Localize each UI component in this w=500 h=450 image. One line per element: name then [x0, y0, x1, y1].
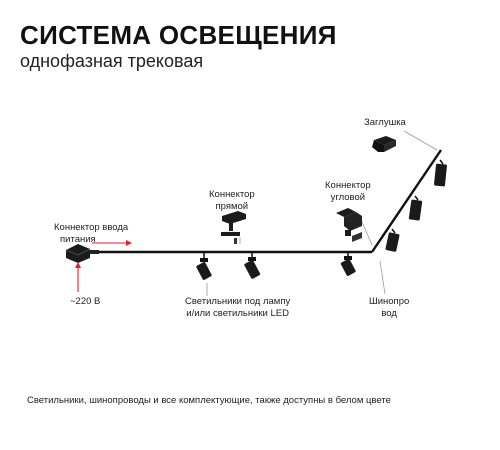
corner-connector-label-line1: Коннектор: [325, 180, 371, 191]
luminaires-label-line1: Светильники под лампу: [185, 296, 291, 307]
corner-connector-label: Коннектор угловой: [325, 180, 371, 204]
page-subtitle: однофазная трековая: [20, 51, 204, 71]
straight-connector-label-line1: Коннектор: [209, 189, 255, 200]
power-connector-label-line1: Коннектор ввода: [54, 222, 129, 233]
busbar-label-line2: вод: [381, 308, 397, 319]
footnote: Светильники, шинопроводы и все комплекту…: [27, 395, 391, 406]
power-in-arrow-icon: [92, 240, 132, 246]
leader-lines: [206, 130, 438, 296]
end-cap-label: Заглушка: [364, 117, 406, 128]
end-cap-leader: [403, 130, 438, 151]
corner-connector-label-line2: угловой: [330, 192, 366, 203]
power-input-connector-icon: [65, 244, 99, 263]
end-cap-icon: [372, 136, 396, 152]
luminaires-label-line2: и/или светильники LED: [186, 308, 289, 319]
luminaires-label: Светильники под лампу и/или светильники …: [185, 296, 290, 320]
track: [98, 149, 442, 254]
voltage-label: ~220 В: [70, 296, 101, 307]
page-title: СИСТЕМА ОСВЕЩЕНИЯ: [20, 20, 337, 50]
power-connector-label: Коннектор ввода питания: [54, 222, 128, 246]
power-connector-label-line2: питания: [60, 234, 96, 245]
straight-connector-icon: [221, 211, 246, 244]
luminaire-spot-icon: [408, 195, 423, 221]
straight-connector-label: Коннектор прямой: [209, 189, 255, 213]
luminaire-spot-icon: [434, 159, 447, 187]
luminaire-spot-icon: [385, 228, 400, 252]
track-diagonal: [371, 149, 442, 253]
corner-connector-icon: [336, 208, 362, 242]
luminaire-spot-icon: [196, 253, 212, 280]
straight-connector-label-line2: прямой: [215, 201, 249, 212]
corner-connector-leader: [361, 221, 373, 246]
luminaire-spot-icon: [244, 253, 261, 279]
busbar-label-line1: Шинопро: [369, 296, 410, 307]
busbar-leader: [379, 260, 386, 295]
mains-arrow-icon: [75, 262, 81, 292]
busbar-label: Шинопро вод: [369, 296, 409, 320]
luminaire-spot-icon: [340, 253, 356, 276]
